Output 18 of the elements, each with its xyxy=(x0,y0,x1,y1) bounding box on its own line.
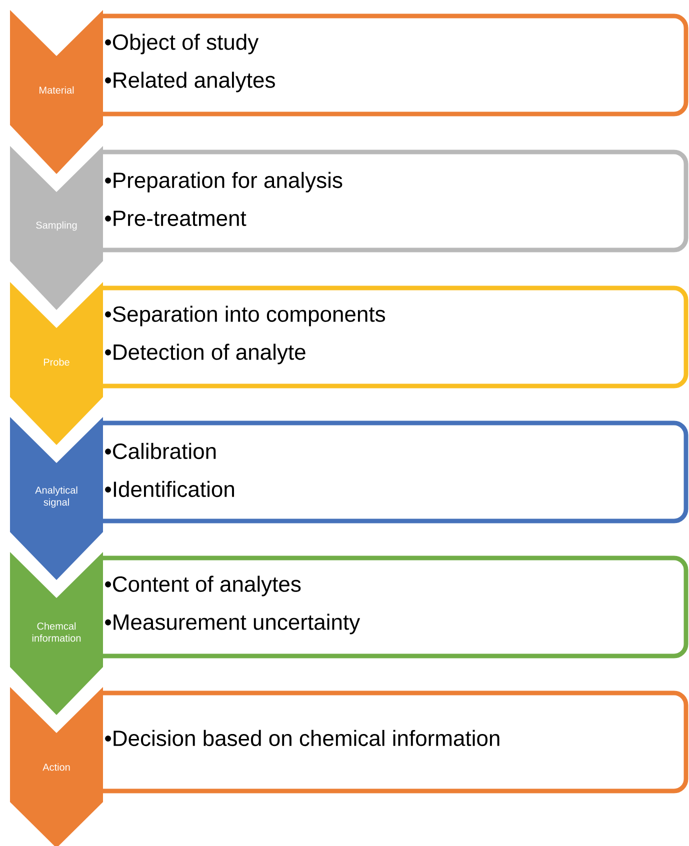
node-label: Sampling xyxy=(36,221,77,231)
arrowhead xyxy=(10,532,103,580)
node-label: Probe xyxy=(44,358,70,366)
arrowhead xyxy=(10,125,103,174)
arrowhead xyxy=(10,802,103,846)
node-label: Action xyxy=(42,763,70,771)
step-box: •Separation into components •Detection of analyte xyxy=(100,286,688,388)
step-box: •Content of analytes •Measurement uncertainty xyxy=(100,556,688,658)
arrowhead xyxy=(10,667,103,715)
node-label: Chemcal information xyxy=(32,622,81,642)
step-box: •Object of study •Related analytes xyxy=(100,14,688,116)
node-label: Analytical signal xyxy=(35,486,78,508)
step-box: •Decision based on chemical information xyxy=(100,690,688,794)
step-box: •Calibration •Identification xyxy=(100,420,688,524)
step-box: •Preparation for analysis •Pre-treatment xyxy=(100,150,688,252)
arrowhead xyxy=(10,397,103,445)
node-label: Material xyxy=(40,86,74,94)
arrowhead xyxy=(10,261,103,310)
